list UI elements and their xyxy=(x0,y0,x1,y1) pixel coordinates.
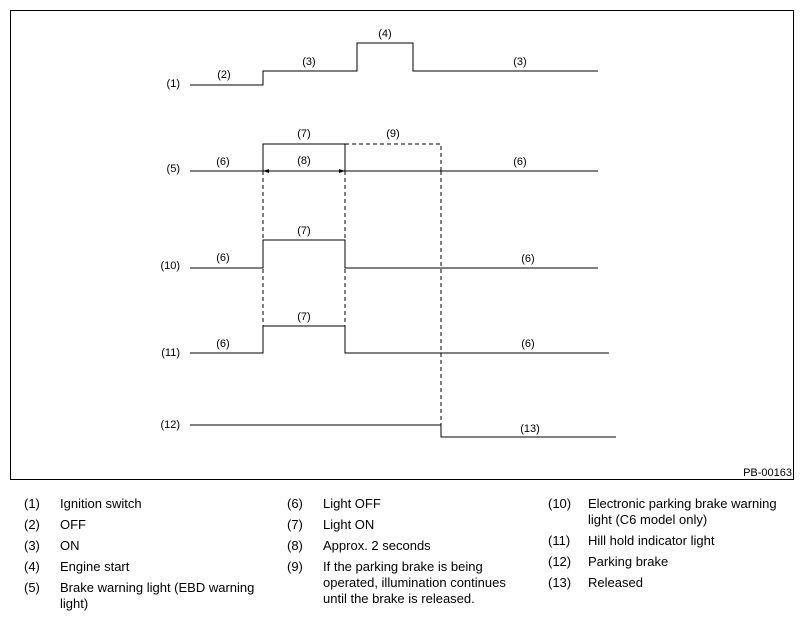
legend-text: ON xyxy=(60,538,80,553)
legend-item: (10) Electronic parking brake warning li… xyxy=(548,496,798,528)
label-light-off-after: (6) xyxy=(521,338,534,350)
legend-text: OFF xyxy=(60,517,86,532)
row-label-epb-warning: (10) xyxy=(160,260,180,272)
label-off: (2) xyxy=(217,69,230,81)
legend-text: Ignition switch xyxy=(60,496,142,511)
legend-item: (11) Hill hold indicator light xyxy=(548,533,798,549)
brake-warning-row: (5) (6) (7) (8) (9) (6) xyxy=(167,128,598,175)
legend-column-2: (6) Light OFF (7) Light ON (8) Approx. 2… xyxy=(287,496,527,612)
legend-item: (13) Released xyxy=(548,575,798,591)
parking-brake-row: (12) (13) xyxy=(160,419,616,438)
label-light-off-after: (6) xyxy=(521,253,534,265)
label-light-off: (6) xyxy=(216,252,229,264)
legend-number: (2) xyxy=(24,517,40,532)
hill-hold-row: (11) (6) (7) (6) xyxy=(161,311,609,359)
brake-warning-extended-dashed xyxy=(345,143,442,171)
hill-hold-signal xyxy=(190,325,609,354)
legend-item: (1) Ignition switch xyxy=(24,496,274,512)
figure-id: PB-00163 xyxy=(743,467,792,479)
legend-number: (1) xyxy=(24,496,40,511)
legend-text: Approx. 2 seconds xyxy=(323,538,431,553)
ignition-switch-row: (1) (2) (3) (4) (3) xyxy=(167,28,598,90)
legend-text: Light OFF xyxy=(323,496,381,511)
legend-number: (11) xyxy=(548,533,571,548)
row-label-ignition-switch: (1) xyxy=(167,78,180,90)
legend-text: Hill hold indicator light xyxy=(588,533,715,548)
legend-text: If the parking brake is being operated, … xyxy=(323,559,506,606)
label-light-off: (6) xyxy=(216,338,229,350)
label-light-on: (7) xyxy=(297,311,310,323)
legend-item: (4) Engine start xyxy=(24,559,274,575)
legend-number: (3) xyxy=(24,538,40,553)
row-label-brake-warning: (5) xyxy=(167,163,180,175)
row-label-hill-hold: (11) xyxy=(161,347,180,359)
parking-brake-signal xyxy=(190,424,616,438)
label-released: (13) xyxy=(520,423,540,435)
label-light-off: (6) xyxy=(216,156,229,168)
legend-item: (12) Parking brake xyxy=(548,554,798,570)
diagram-frame xyxy=(10,10,794,480)
legend-item: (6) Light OFF xyxy=(287,496,527,512)
legend-text: Parking brake xyxy=(588,554,669,569)
legend-item: (8) Approx. 2 seconds xyxy=(287,538,527,554)
legend-number: (4) xyxy=(24,559,40,574)
legend-number: (7) xyxy=(287,517,303,532)
legend-column-3: (10) Electronic parking brake warning li… xyxy=(548,496,798,596)
label-light-off-after: (6) xyxy=(513,156,526,168)
legend-number: (5) xyxy=(24,580,40,595)
label-on: (3) xyxy=(302,56,315,68)
label-duration: (8) xyxy=(297,155,310,167)
legend-text: Electronic parking brake warning light (… xyxy=(588,496,777,527)
label-light-on: (7) xyxy=(297,128,310,140)
legend-number: (12) xyxy=(548,554,572,569)
brake-warning-on-pulse xyxy=(262,143,346,171)
timing-diagram: (1) (2) (3) (4) (3) (5) (6) (7) (8) (9) … xyxy=(160,28,792,479)
epb-warning-row: (10) (6) (7) (6) xyxy=(160,225,598,272)
legend-text: Brake warning light (EBD warning light) xyxy=(60,580,255,611)
legend-number: (8) xyxy=(287,538,303,553)
timing-guides xyxy=(262,171,442,425)
label-parking-brake-note: (9) xyxy=(386,128,399,140)
legend-number: (9) xyxy=(287,559,303,574)
legend-item: (7) Light ON xyxy=(287,517,527,533)
legend-item: (9) If the parking brake is being operat… xyxy=(287,559,527,607)
legend-text: Released xyxy=(588,575,643,590)
legend-item: (2) OFF xyxy=(24,517,274,533)
legend-column-1: (1) Ignition switch (2) OFF (3) ON (4) E… xyxy=(24,496,274,617)
legend-number: (10) xyxy=(548,496,572,511)
label-light-on: (7) xyxy=(297,225,310,237)
legend-text: Engine start xyxy=(60,559,130,574)
ignition-switch-signal xyxy=(190,42,598,86)
legend-text: Light ON xyxy=(323,517,375,532)
legend-number: (13) xyxy=(548,575,572,590)
row-label-parking-brake: (12) xyxy=(160,419,180,431)
duration-arrow xyxy=(263,169,345,173)
legend-item: (5) Brake warning light (EBD warning lig… xyxy=(24,580,274,612)
legend-number: (6) xyxy=(287,496,303,511)
legend-item: (3) ON xyxy=(24,538,274,554)
label-on-after: (3) xyxy=(513,56,526,68)
epb-warning-signal xyxy=(190,239,598,269)
label-engine-start: (4) xyxy=(378,28,391,40)
